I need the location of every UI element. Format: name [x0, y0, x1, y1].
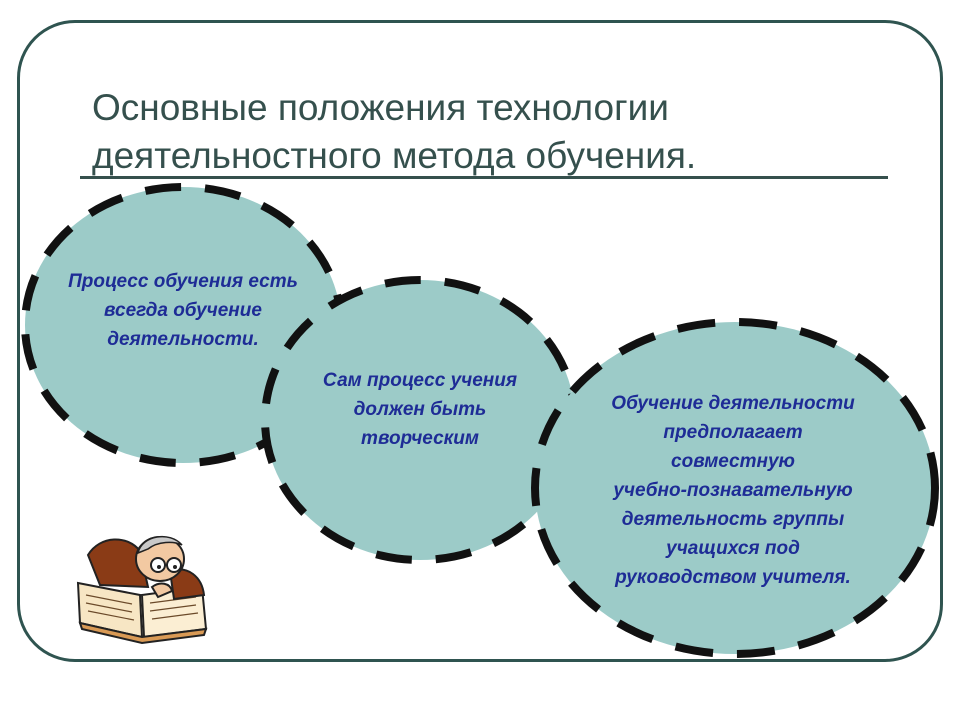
circle-3-line: предполагает	[663, 422, 803, 443]
title-line-1: Основные положения технологии	[92, 87, 669, 128]
circle-3-line: деятельность группы	[621, 509, 845, 530]
circle-1-line: всегда обучение	[104, 300, 262, 321]
circle-2-line: Сам процесс учения	[322, 370, 518, 391]
circle-3-line: учащихся под	[666, 538, 800, 559]
circle-1-line: Процесс обучения есть	[68, 271, 298, 292]
circle-3	[531, 318, 939, 658]
title-underline	[80, 176, 888, 179]
slide-title: Основные положения технологии деятельнос…	[92, 84, 882, 180]
reading-person-clipart	[76, 535, 208, 645]
slide-frame	[17, 20, 943, 662]
circle-1-line: деятельности.	[107, 329, 259, 350]
circle-3-text: Обучение деятельности предполагает совме…	[558, 389, 908, 592]
circle-3-line: учебно-познавательную	[613, 480, 853, 501]
circle-2-line: должен быть	[353, 399, 487, 420]
circle-1-text: Процесс обучения есть всегда обучение де…	[22, 267, 344, 354]
circle-3-line: руководством учителя.	[615, 567, 851, 588]
circle-3-line: совместную	[671, 451, 795, 472]
circle-3-line: Обучение деятельности	[611, 393, 855, 414]
circle-2-text: Сам процесс учения должен быть творчески…	[275, 366, 565, 453]
title-line-2: деятельностного метода обучения.	[92, 135, 697, 176]
circle-2-line: творческим	[361, 428, 479, 449]
